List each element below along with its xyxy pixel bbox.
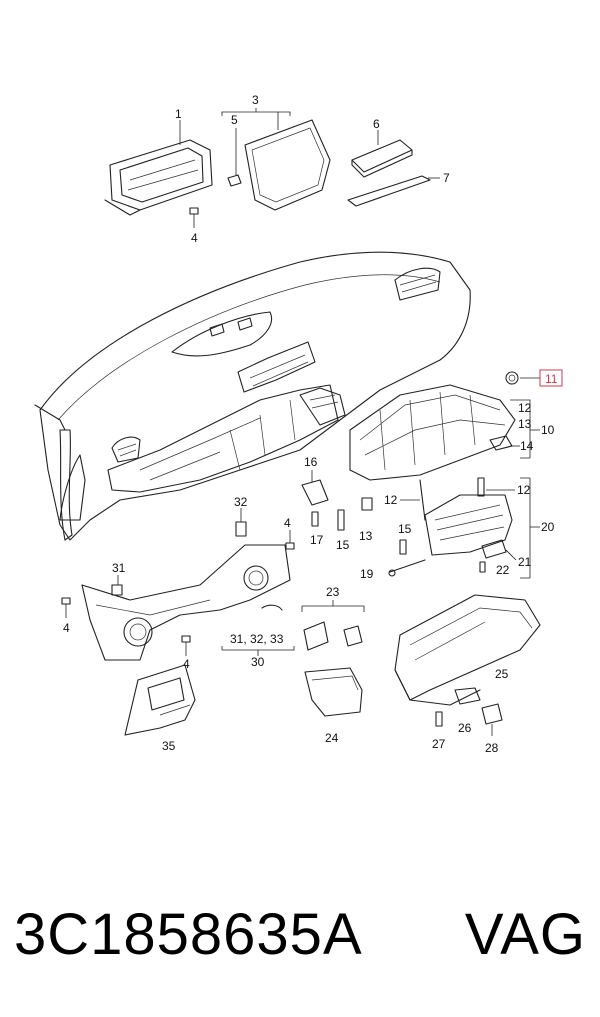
callout-12c: 12: [517, 483, 531, 497]
callout-4d: 4: [183, 657, 190, 671]
part-35-tray: 35: [124, 664, 196, 753]
callout-21: 21: [518, 555, 532, 569]
callout-31: 31: [112, 561, 126, 575]
part-10-housing: 14 12 13 10: [349, 384, 555, 481]
callout-7: 7: [443, 171, 450, 185]
parts-diagram: 1 4 3 5 6 7: [34, 93, 563, 755]
callout-31-32-33: 31, 32, 33: [230, 632, 284, 646]
part-6-cover: 6 7: [347, 117, 450, 207]
part-3-display: 3 5: [221, 93, 331, 211]
callout-3: 3: [252, 93, 259, 107]
callout-4c: 4: [63, 621, 70, 635]
dashboard-body: [34, 251, 471, 541]
callout-13: 13: [518, 417, 532, 431]
callout-28: 28: [485, 741, 499, 755]
callout-32: 32: [234, 495, 248, 509]
callout-35: 35: [162, 739, 176, 753]
callout-25: 25: [495, 667, 509, 681]
callout-10: 10: [541, 423, 555, 437]
part-11-highlighted: 11: [505, 369, 563, 387]
footer: 3C1858635A VAG: [0, 890, 600, 980]
highlight-box-11: [539, 369, 563, 387]
callout-23: 23: [326, 585, 340, 599]
callout-16: 16: [304, 455, 318, 469]
part-25-glovebox-lid: 25 26 27 28: [394, 594, 541, 755]
callout-11: 11: [545, 372, 558, 386]
callout-5: 5: [231, 113, 238, 127]
callout-19: 19: [360, 567, 374, 581]
part-23-24-bin: 23 24: [301, 585, 365, 745]
callout-12: 12: [518, 401, 532, 415]
callout-14: 14: [520, 439, 534, 453]
part-20-lower-housing: 12 20 15 19 21 22: [360, 477, 555, 581]
callout-27: 27: [432, 737, 446, 751]
callout-4: 4: [191, 231, 198, 245]
callout-4b: 4: [284, 516, 291, 530]
callout-22: 22: [496, 563, 510, 577]
callout-15b: 15: [398, 522, 412, 536]
callout-17: 17: [310, 533, 324, 547]
brand-label: VAG: [464, 902, 586, 967]
callout-30: 30: [251, 655, 265, 669]
fasteners-group: 16 17 15 13 12: [301, 455, 426, 552]
callout-15: 15: [336, 538, 350, 552]
part-number: 3C1858635A: [14, 902, 363, 967]
callout-24: 24: [325, 731, 339, 745]
callout-26: 26: [458, 721, 472, 735]
callout-6: 6: [373, 117, 380, 131]
lower-trim-group: 32 31 4 4 4 31, 32, 33 30: [61, 495, 295, 671]
callout-12b: 12: [384, 493, 398, 507]
part-1-bezel-frame: 1 4: [104, 107, 213, 245]
callout-13b: 13: [359, 529, 373, 543]
callout-1: 1: [175, 107, 182, 121]
callout-20: 20: [541, 520, 555, 534]
